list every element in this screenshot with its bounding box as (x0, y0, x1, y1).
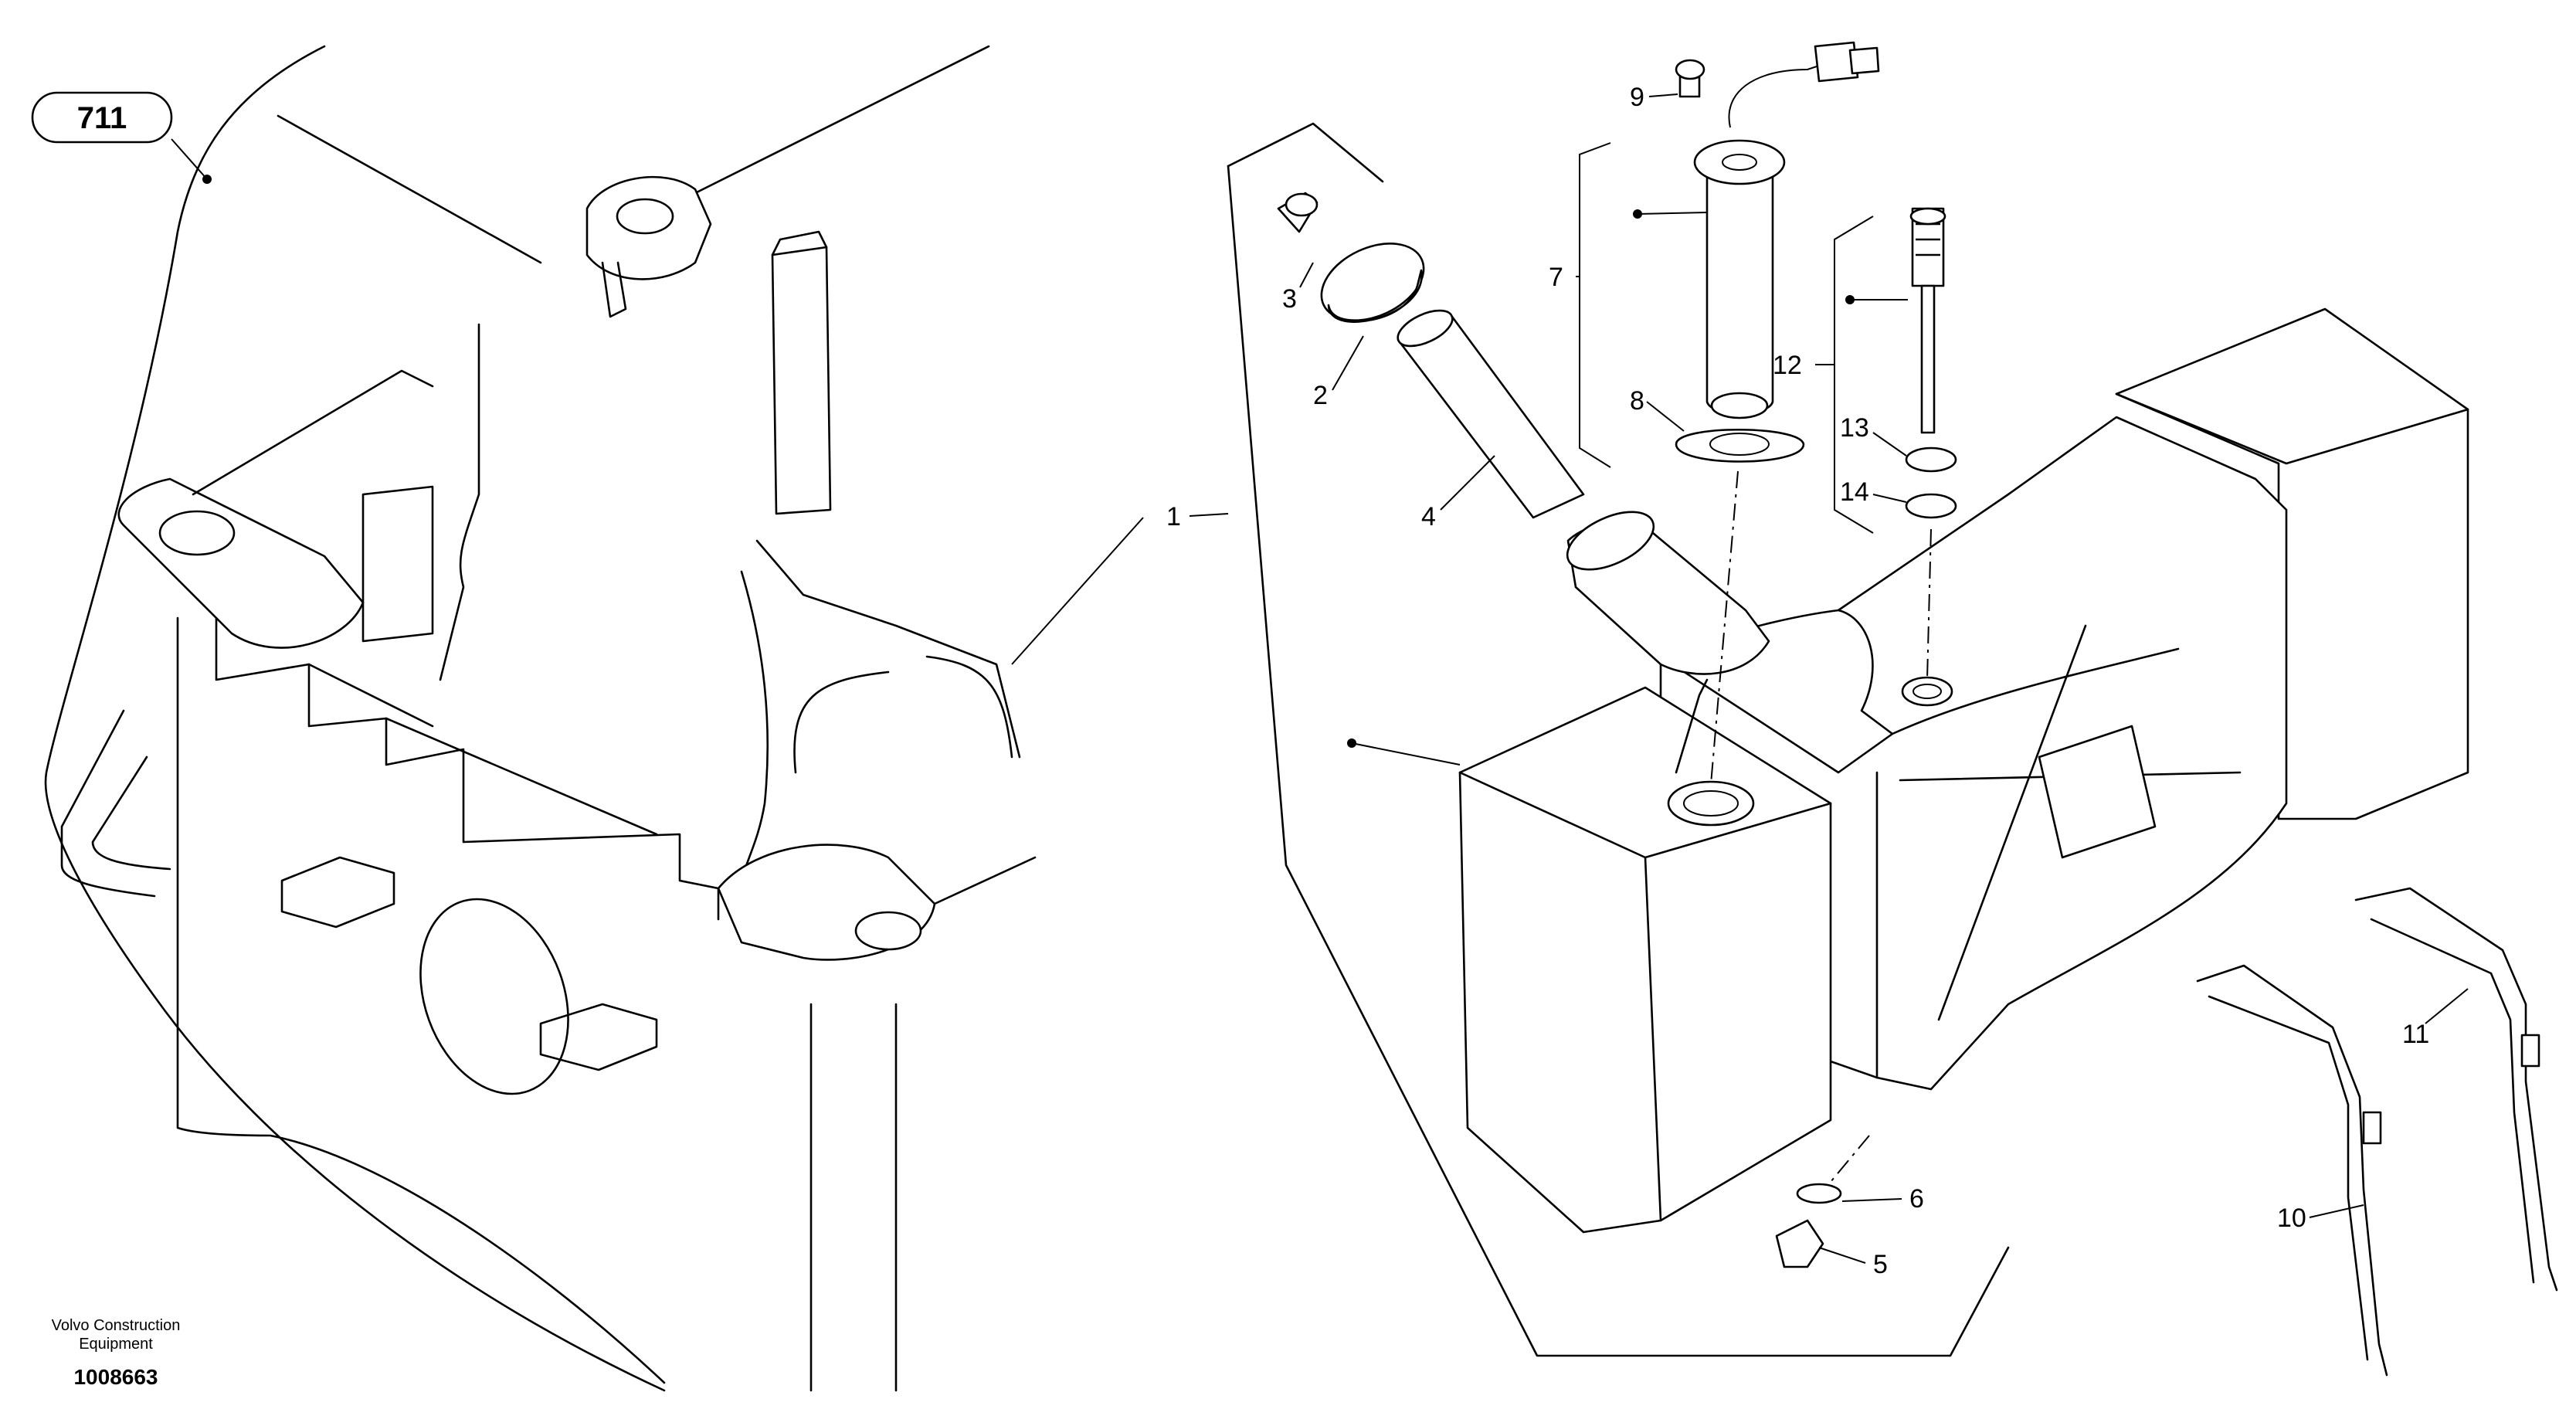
callout-1: 1 (1166, 502, 1181, 531)
callout-11: 11 (2402, 1020, 2429, 1049)
document-number: 1008663 (73, 1365, 158, 1389)
callout-12: 12 (1773, 351, 1802, 380)
svg-text:711: 711 (77, 101, 127, 135)
filler-cap-parts (1277, 192, 1585, 519)
assembly-boundary (1227, 122, 2010, 1357)
fuel-level-sender (1675, 41, 1880, 785)
machine-frame (44, 45, 1037, 1392)
reference-tag: 711 (31, 91, 212, 184)
callout-10: 10 (2277, 1204, 2306, 1233)
callout-5: 5 (1873, 1250, 1888, 1279)
sensor-assembly (1905, 207, 1957, 681)
callout-4: 4 (1421, 502, 1436, 531)
callout-7: 7 (1549, 263, 1563, 292)
credit-line-1: Volvo Construction (52, 1317, 181, 1334)
callout-14: 14 (1840, 477, 1869, 507)
drain-plug (1775, 1135, 1870, 1268)
credit-block: Volvo Construction Equipment 1008663 (52, 1317, 181, 1389)
credit-line-2: Equipment (79, 1336, 153, 1353)
callout-labels: 1 2 3 4 5 6 7 8 9 10 11 12 (1011, 83, 2469, 1279)
callout-9: 9 (1630, 83, 1644, 112)
callout-8: 8 (1630, 386, 1644, 416)
callout-13: 13 (1840, 413, 1869, 443)
fuel-tank (1458, 307, 2469, 1234)
callout-3: 3 (1282, 284, 1297, 314)
callout-2: 2 (1313, 381, 1328, 410)
callout-6: 6 (1909, 1184, 1924, 1214)
tank-straps (2196, 887, 2558, 1377)
